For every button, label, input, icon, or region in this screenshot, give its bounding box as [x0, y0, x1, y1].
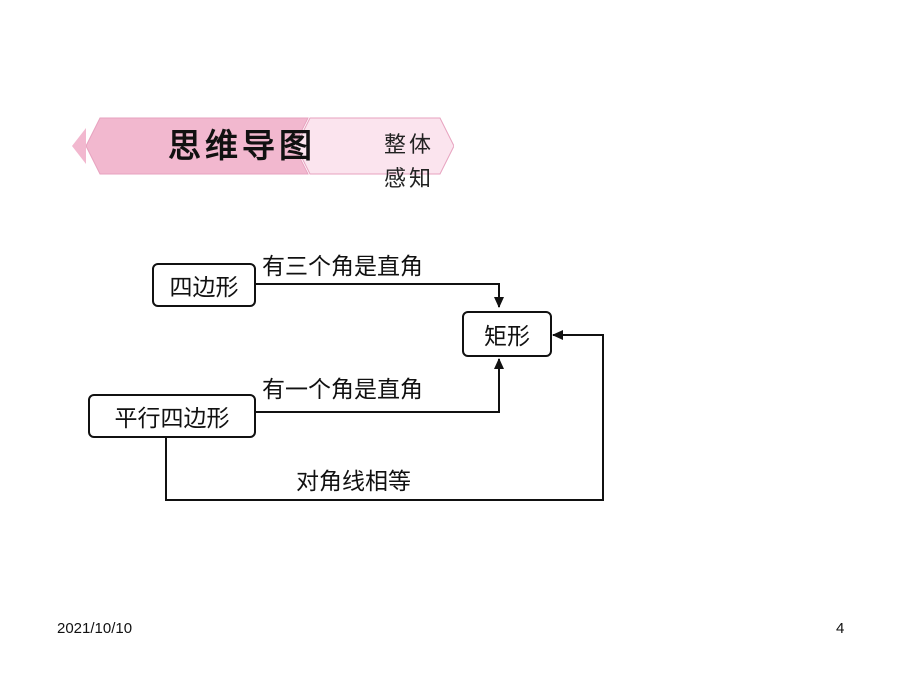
page-number: 4 [836, 620, 845, 637]
node-parallelogram: 平行四边形 [88, 394, 256, 438]
node-rectangle: 矩形 [462, 311, 552, 357]
banner-title: 思维导图 [168, 126, 316, 165]
mind-map-banner: 思维导图 整体感知 [72, 116, 454, 192]
edge-label-equal-diagonals: 对角线相等 [296, 469, 411, 495]
edge-label-three-right-angles: 有三个角是直角 [262, 254, 423, 280]
edge-quadrilateral-to-rectangle [256, 283, 504, 308]
edge-parallelogram-to-rectangle [256, 358, 504, 413]
edge-label-one-right-angle: 有一个角是直角 [262, 377, 423, 403]
footer-date: 2021/10/10 [57, 620, 133, 637]
banner-subtitle: 整体感知 [384, 133, 435, 192]
node-quadrilateral: 四边形 [152, 263, 256, 307]
edge-diagonals-to-rectangle [165, 330, 604, 501]
banner-shape [72, 117, 454, 175]
